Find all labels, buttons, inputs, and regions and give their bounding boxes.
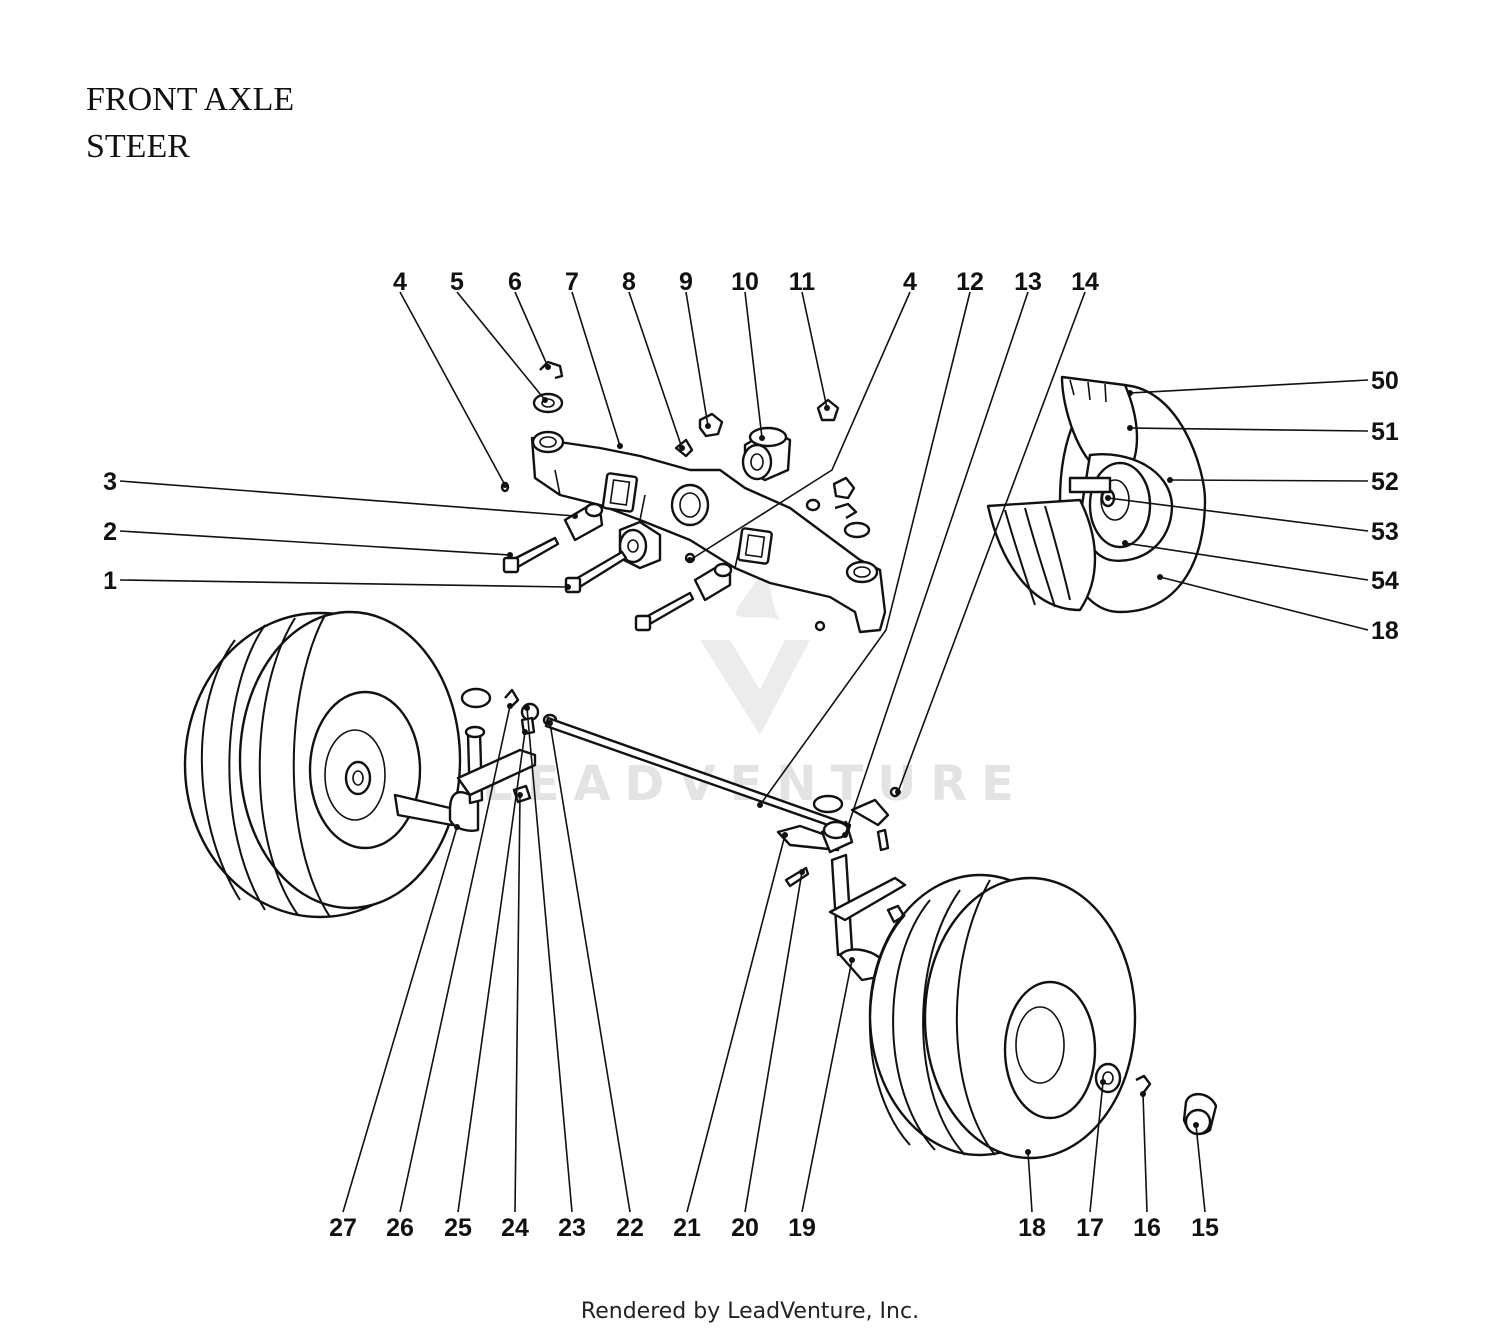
callout-number: 1 (103, 567, 117, 595)
callout-number: 3 (103, 468, 117, 496)
callouts-left: 3 2 1 (103, 468, 117, 595)
callout-number: 23 (558, 1214, 586, 1242)
callout-number: 8 (622, 268, 636, 296)
diagram-title: FRONT AXLE (86, 81, 294, 118)
axle-bolt (564, 550, 628, 594)
axle-beam (530, 430, 887, 634)
callout-number: 52 (1371, 468, 1399, 496)
callout-number: 16 (1133, 1214, 1161, 1242)
bushing-tube (563, 502, 604, 542)
hub-cap (1182, 1093, 1218, 1136)
callout-number: 13 (1014, 268, 1042, 296)
callout-number: 11 (789, 268, 816, 296)
axle-bolt-lower (634, 591, 695, 632)
bushing-tube-lower (693, 562, 733, 602)
callout-number: 51 (1371, 418, 1399, 446)
pivot-bushing (741, 426, 792, 482)
callout-number: 26 (386, 1214, 414, 1242)
callout-number: 25 (444, 1214, 472, 1242)
e-clip (1135, 1074, 1152, 1093)
callout-number: 19 (788, 1214, 816, 1242)
callouts-top: 4 5 6 7 8 9 10 11 4 12 13 14 (393, 268, 1099, 296)
callout-number: 53 (1371, 518, 1399, 546)
callout-number: 24 (501, 1214, 529, 1242)
callout-number: 14 (1071, 268, 1099, 296)
callout-number: 27 (329, 1214, 357, 1242)
callout-number: 6 (508, 268, 522, 296)
callout-number: 12 (956, 268, 984, 296)
callout-number: 2 (103, 518, 117, 546)
diagram-subtitle: STEER (86, 128, 190, 165)
leader-lines (119, 291, 1369, 1213)
callout-number: 5 (450, 268, 464, 296)
callout-number: 18 (1018, 1214, 1046, 1242)
callout-number: 10 (731, 268, 759, 296)
render-credit: Rendered by LeadVenture, Inc. (581, 1299, 919, 1324)
callout-number: 50 (1371, 367, 1399, 395)
callout-number: 9 (679, 268, 693, 296)
pivot-bolt (502, 536, 560, 574)
watermark-text: LEADVENTURE (482, 756, 1028, 812)
right-front-wheel (868, 873, 1137, 1160)
leadventure-watermark-logo (700, 565, 810, 735)
callouts-right: 50 51 52 53 54 18 (1371, 367, 1399, 645)
left-front-wheel (183, 610, 462, 919)
leader-dots (454, 364, 1199, 1155)
axle-spacer (618, 520, 662, 570)
callout-number: 22 (616, 1214, 644, 1242)
tire-rim-exploded (986, 375, 1207, 614)
left-spindle (393, 687, 537, 832)
callout-number: 15 (1191, 1214, 1219, 1242)
callouts-bottom: 27 26 25 24 23 22 21 20 19 18 17 16 15 (329, 1214, 1219, 1242)
callout-number: 17 (1076, 1214, 1104, 1242)
callout-number: 21 (673, 1214, 701, 1242)
callout-number: 18 (1371, 617, 1399, 645)
callout-number: 20 (731, 1214, 759, 1242)
callout-number: 4 (903, 268, 917, 296)
callout-number: 54 (1371, 567, 1399, 595)
callout-number: 7 (565, 268, 579, 296)
callout-number: 4 (393, 268, 407, 296)
